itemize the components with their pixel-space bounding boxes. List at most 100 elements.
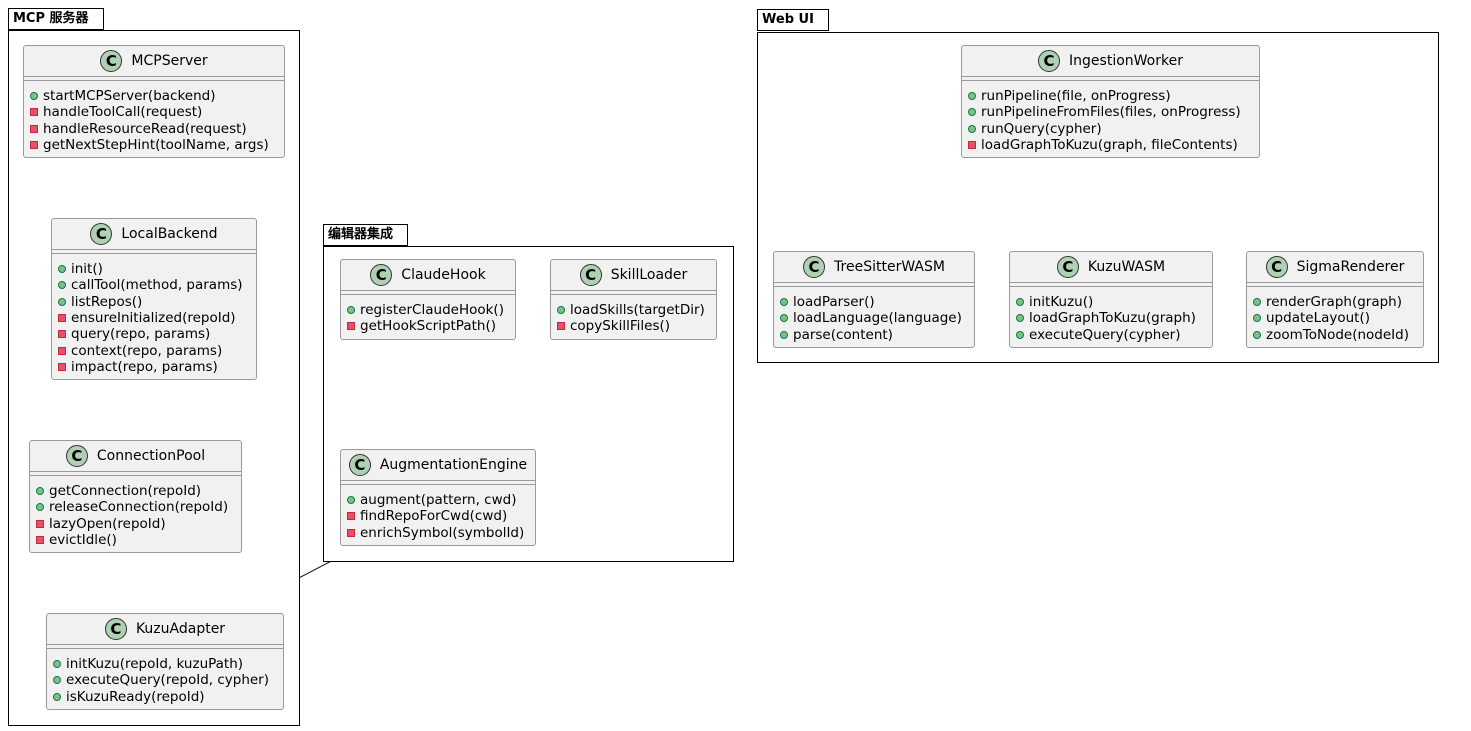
public-visibility-icon: [780, 298, 788, 307]
public-visibility-icon: [1016, 330, 1024, 339]
class-stereotype-icon: C: [90, 223, 113, 245]
method-row: loadGraphToKuzu(graph, fileContents): [968, 137, 1259, 153]
method-row: executeQuery(repoId, cypher): [53, 672, 283, 688]
class-name: SigmaRenderer: [1296, 259, 1405, 275]
method-row: handleResourceRead(request): [30, 121, 284, 137]
public-visibility-icon: [780, 314, 788, 323]
method-row: handleToolCall(request): [30, 104, 284, 120]
class-footer: [341, 541, 535, 545]
method-signature: loadLanguage(language): [793, 310, 962, 327]
method-signature: zoomToNode(nodeId): [1266, 326, 1409, 343]
method-signature: loadGraphToKuzu(graph, fileContents): [981, 137, 1238, 154]
method-row: getConnection(repoId): [36, 483, 241, 499]
public-visibility-icon: [347, 306, 355, 315]
method-row: loadLanguage(language): [780, 310, 974, 326]
class-skillloader[interactable]: C SkillLoader loadSkills(targetDir)copySki…: [550, 259, 717, 340]
class-name: KuzuAdapter: [135, 621, 226, 637]
method-signature: executeQuery(cypher): [1029, 326, 1181, 343]
package-title: MCP 服务器: [8, 8, 104, 30]
fields-compartment: [341, 290, 515, 294]
method-signature: updateLayout(): [1266, 310, 1370, 327]
package-title: Web UI: [757, 9, 829, 31]
method-signature: runPipelineFromFiles(files, onProgress): [981, 104, 1241, 121]
class-footer: [774, 343, 974, 347]
class-name: IngestionWorker: [1069, 53, 1183, 69]
method-signature: impact(repo, params): [71, 358, 218, 375]
fields-compartment: [774, 282, 974, 286]
fields-compartment: [1247, 282, 1423, 286]
private-visibility-icon: [968, 141, 976, 150]
private-visibility-icon: [58, 330, 66, 339]
fields-compartment: [30, 471, 241, 475]
method-row: findRepoForCwd(cwd): [347, 508, 535, 524]
method-row: zoomToNode(nodeId): [1253, 327, 1423, 343]
method-signature: loadGraphToKuzu(graph): [1029, 310, 1196, 327]
compartment-divider: [341, 294, 515, 302]
method-row: loadGraphToKuzu(graph): [1016, 310, 1212, 326]
class-header: C SigmaRenderer: [1247, 252, 1423, 282]
method-row: impact(repo, params): [58, 359, 256, 375]
public-visibility-icon: [30, 92, 38, 101]
class-footer: [1247, 343, 1423, 347]
private-visibility-icon: [557, 322, 565, 331]
method-row: callTool(method, params): [58, 277, 256, 293]
compartment-divider: [1247, 286, 1423, 294]
private-visibility-icon: [58, 346, 66, 355]
public-visibility-icon: [557, 306, 565, 315]
public-visibility-icon: [58, 281, 66, 290]
method-row: context(repo, params): [58, 342, 256, 359]
compartment-divider: [52, 253, 256, 261]
public-visibility-icon: [58, 265, 66, 274]
methods-compartment: runPipeline(file, onProgress)runPipeline…: [962, 88, 1259, 153]
method-row: renderGraph(graph): [1253, 294, 1423, 310]
compartment-divider: [24, 80, 284, 88]
method-row: updateLayout(): [1253, 310, 1423, 326]
method-row: lazyOpen(repoId): [36, 516, 241, 532]
method-row: listRepos(): [58, 294, 256, 310]
method-row: registerClaudeHook(): [347, 302, 515, 318]
fields-compartment: [1010, 282, 1212, 286]
method-signature: copySkillFiles(): [570, 318, 671, 335]
private-visibility-icon: [36, 519, 44, 528]
class-name: SkillLoader: [610, 267, 688, 283]
methods-compartment: getConnection(repoId)releaseConnection(r…: [30, 483, 241, 548]
method-row: enrichSymbol(symbolId): [347, 525, 535, 541]
class-stereotype-icon: C: [1265, 256, 1288, 278]
compartment-divider: [47, 648, 283, 656]
method-signature: loadParser(): [793, 294, 875, 311]
method-row: loadSkills(targetDir): [557, 302, 716, 318]
method-signature: callTool(method, params): [71, 277, 243, 294]
method-signature: loadSkills(targetDir): [570, 302, 705, 319]
method-signature: ensureInitialized(repoId): [71, 310, 236, 327]
class-stereotype-icon: C: [579, 264, 602, 286]
public-visibility-icon: [347, 496, 355, 505]
method-row: initKuzu(): [1016, 294, 1212, 310]
private-visibility-icon: [30, 141, 38, 150]
method-row: executeQuery(cypher): [1016, 327, 1212, 343]
public-visibility-icon: [58, 297, 66, 306]
class-footer: [962, 153, 1259, 157]
fields-compartment: [47, 644, 283, 648]
method-row: getHookScriptPath(): [347, 318, 515, 334]
public-visibility-icon: [1016, 298, 1024, 307]
method-row: copySkillFiles(): [557, 318, 716, 334]
methods-compartment: augment(pattern, cwd)findRepoForCwd(cwd)…: [341, 492, 535, 541]
class-sigmarenderer[interactable]: C SigmaRenderer renderGraph(graph)updateLa…: [1246, 251, 1424, 348]
public-visibility-icon: [968, 92, 976, 101]
public-visibility-icon: [780, 330, 788, 339]
method-row: runPipeline(file, onProgress): [968, 88, 1259, 104]
public-visibility-icon: [53, 692, 61, 701]
